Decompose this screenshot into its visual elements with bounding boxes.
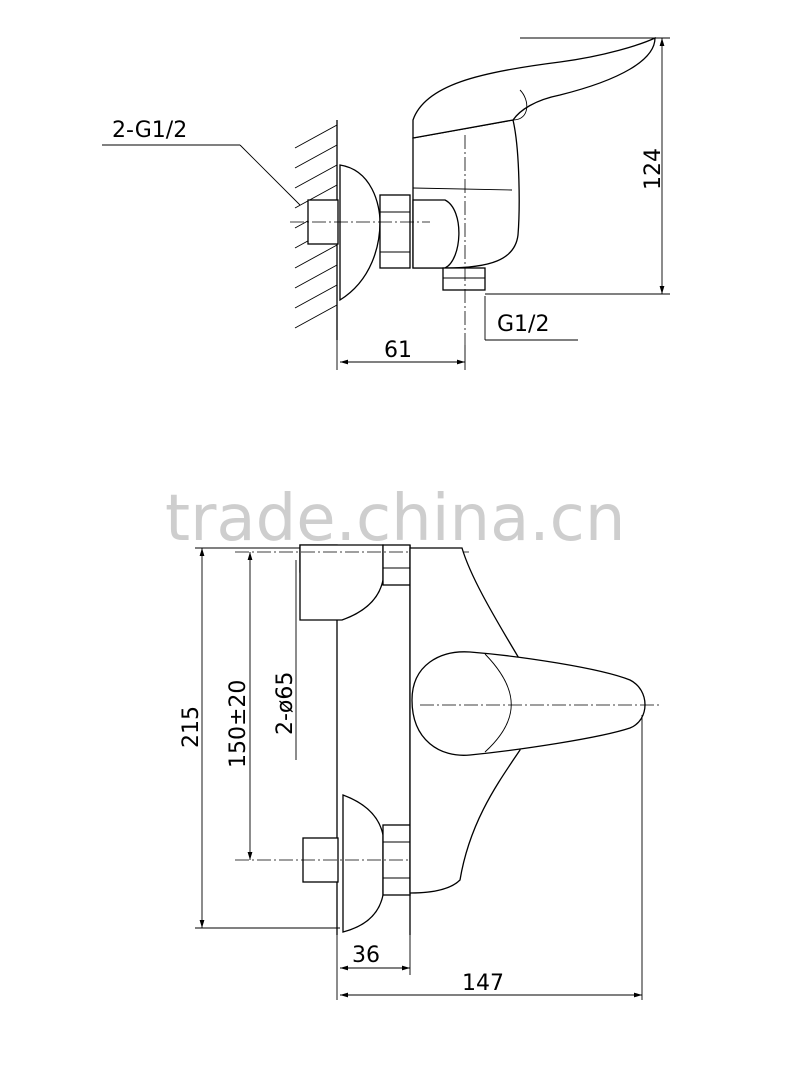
outlet-thread-label: G1/2 — [497, 312, 549, 337]
top-inlet — [235, 544, 470, 621]
inlet-thread-label: 2-G1/2 — [112, 118, 187, 143]
total-height-dimension: 215 — [179, 706, 204, 748]
wall-flange — [339, 164, 381, 302]
flange-diameter-label: 2-ø65 — [273, 672, 298, 735]
projection-dimension: 61 — [384, 338, 412, 363]
side-view: 2-G1/2 124 G1/2 61 — [102, 36, 670, 370]
outlet-connector — [442, 267, 486, 291]
lever-handle — [412, 36, 656, 139]
centre-distance-dimension: 150±20 — [226, 680, 251, 768]
connection-nut — [379, 194, 411, 269]
front-view: 215 150±20 2-ø65 36 147 — [179, 544, 660, 1000]
total-length-dimension: 147 — [462, 971, 504, 996]
watermark: trade.china.cn — [165, 482, 625, 556]
bottom-inlet — [235, 794, 440, 933]
front-lever-handle — [411, 651, 646, 756]
depth-dimension: 36 — [352, 943, 380, 968]
height-dimension: 124 — [641, 148, 666, 190]
